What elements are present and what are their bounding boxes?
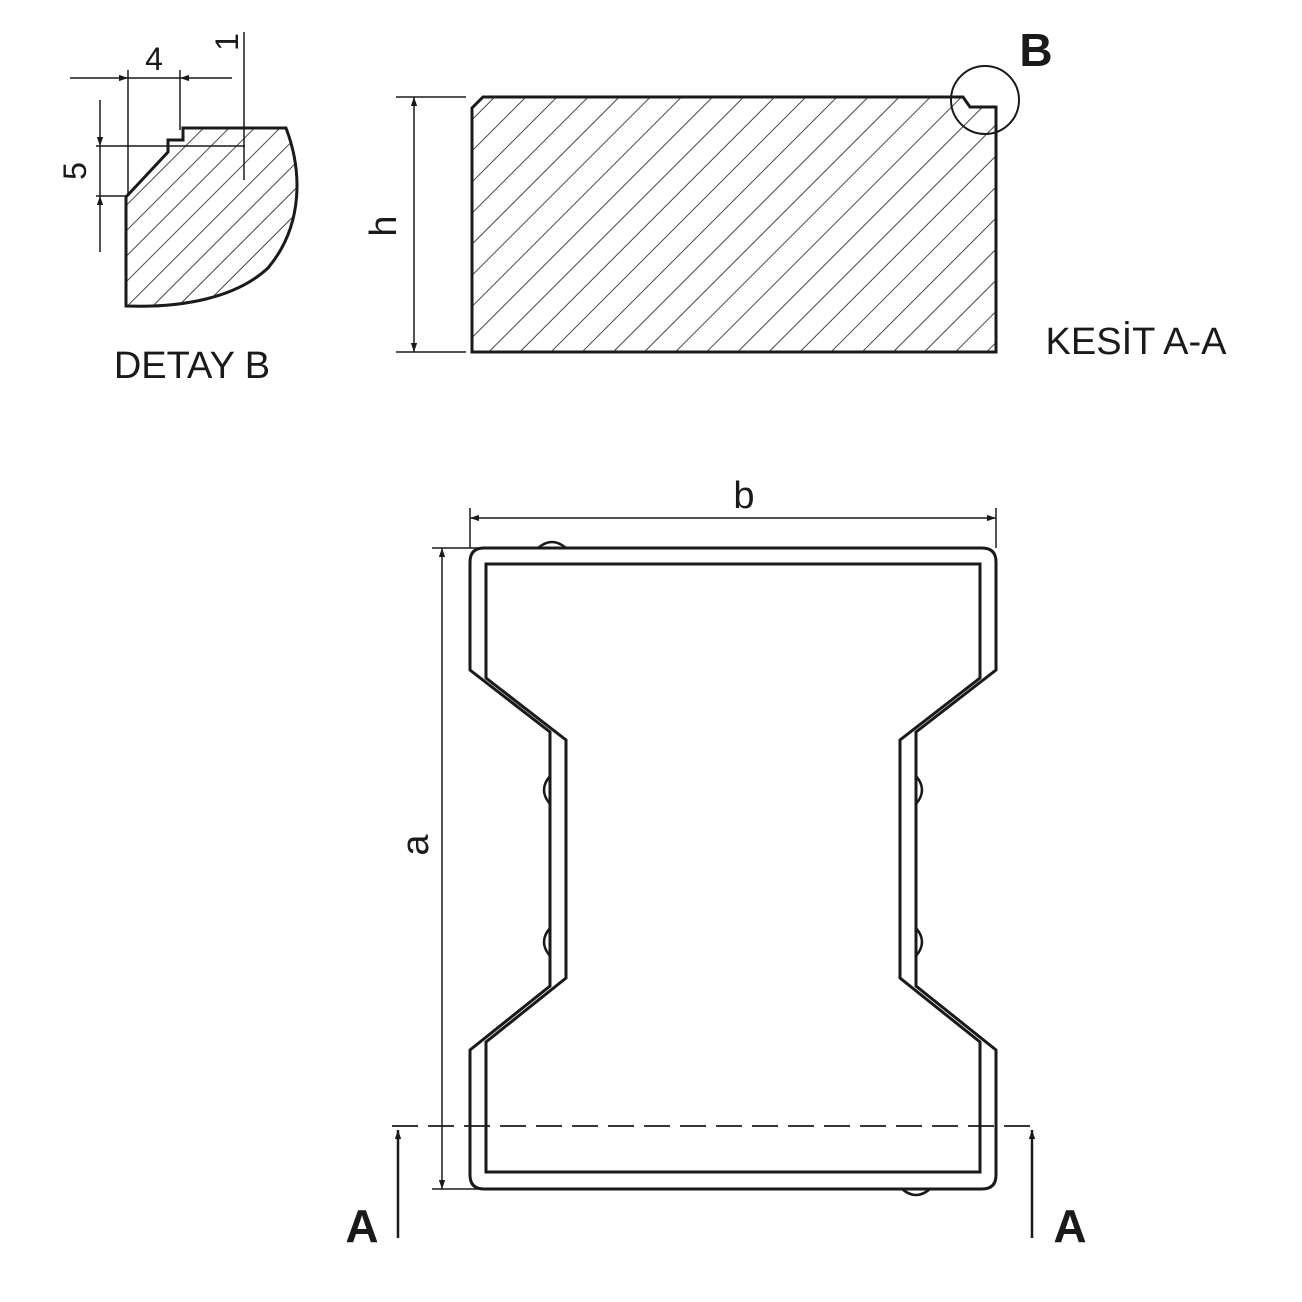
section-a-a: B h KESİT A-A — [363, 24, 1227, 363]
section-cut-label-left: A — [345, 1200, 378, 1252]
section-cut-label-right: A — [1053, 1200, 1086, 1252]
section-dim-height-label: h — [363, 215, 405, 236]
detail-b: 4 1 5 DETAY B — [57, 32, 299, 387]
spacer-nub — [542, 775, 551, 805]
plan-inner-outline — [484, 562, 982, 1174]
detail-b-profile — [124, 126, 299, 308]
detail-dim-offset-label: 1 — [209, 33, 245, 51]
plan-outer-outline — [468, 546, 998, 1191]
detail-dim-height-label: 5 — [57, 162, 93, 180]
spacer-nub — [537, 540, 567, 549]
detail-dim-width-label: 4 — [145, 41, 163, 77]
section-a-a-title: KESİT A-A — [1046, 320, 1228, 363]
detail-b-marker-label: B — [1019, 24, 1052, 76]
spacer-nub — [915, 927, 924, 957]
plan-dim-width-label: b — [733, 475, 754, 517]
section-a-a-profile — [470, 95, 998, 354]
plan-dim-length-label: a — [395, 834, 437, 856]
detail-b-title: DETAY B — [114, 345, 270, 387]
plan-view: b a A A — [345, 475, 1086, 1252]
detail-b-marker-circle — [950, 65, 1020, 135]
spacer-nub — [915, 775, 924, 805]
spacer-nub — [901, 1188, 931, 1197]
spacer-nub — [542, 927, 551, 957]
